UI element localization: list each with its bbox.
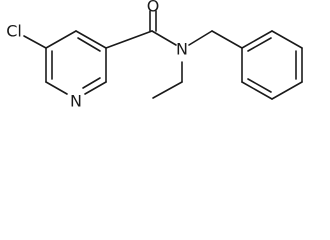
pyridine-ring xyxy=(45,30,107,95)
bond-c2-c3 xyxy=(45,30,77,49)
double-bond-c3-c4 xyxy=(77,37,101,52)
chlorine-atom-label: Cl xyxy=(6,22,22,41)
bond-n1-c6 xyxy=(45,81,68,95)
bond-ph-c5-c6 xyxy=(241,81,273,100)
bond-n-benzyl-ch2 xyxy=(188,30,213,46)
bond-c3-c4 xyxy=(75,30,107,49)
bond-ch2-phenyl xyxy=(211,30,243,49)
bond-c2-cl xyxy=(23,35,47,49)
bond-c5-c6 xyxy=(84,81,107,95)
bond-ph-c2-c3 xyxy=(271,30,303,49)
double-bond-c5-c6 xyxy=(82,77,101,89)
benzene-ring xyxy=(241,30,303,100)
chemical-structure-diagram: Cl N O N xyxy=(6,0,303,111)
oxygen-atom-label: O xyxy=(147,0,160,16)
bond-carbonyl-n xyxy=(151,30,177,46)
bond-ethyl-ch2-ch3 xyxy=(152,81,183,99)
bond-c4-carbonyl xyxy=(105,30,153,49)
double-bond-ph-c5-c6 xyxy=(247,78,272,93)
bond-ph-c4-c5 xyxy=(271,81,303,100)
amide-nitrogen-atom-label: N xyxy=(176,40,188,59)
double-bond-ph-c1-c2 xyxy=(247,37,272,52)
ring-nitrogen-atom-label: N xyxy=(70,92,82,111)
bond-ph-c1-c2 xyxy=(241,30,273,49)
